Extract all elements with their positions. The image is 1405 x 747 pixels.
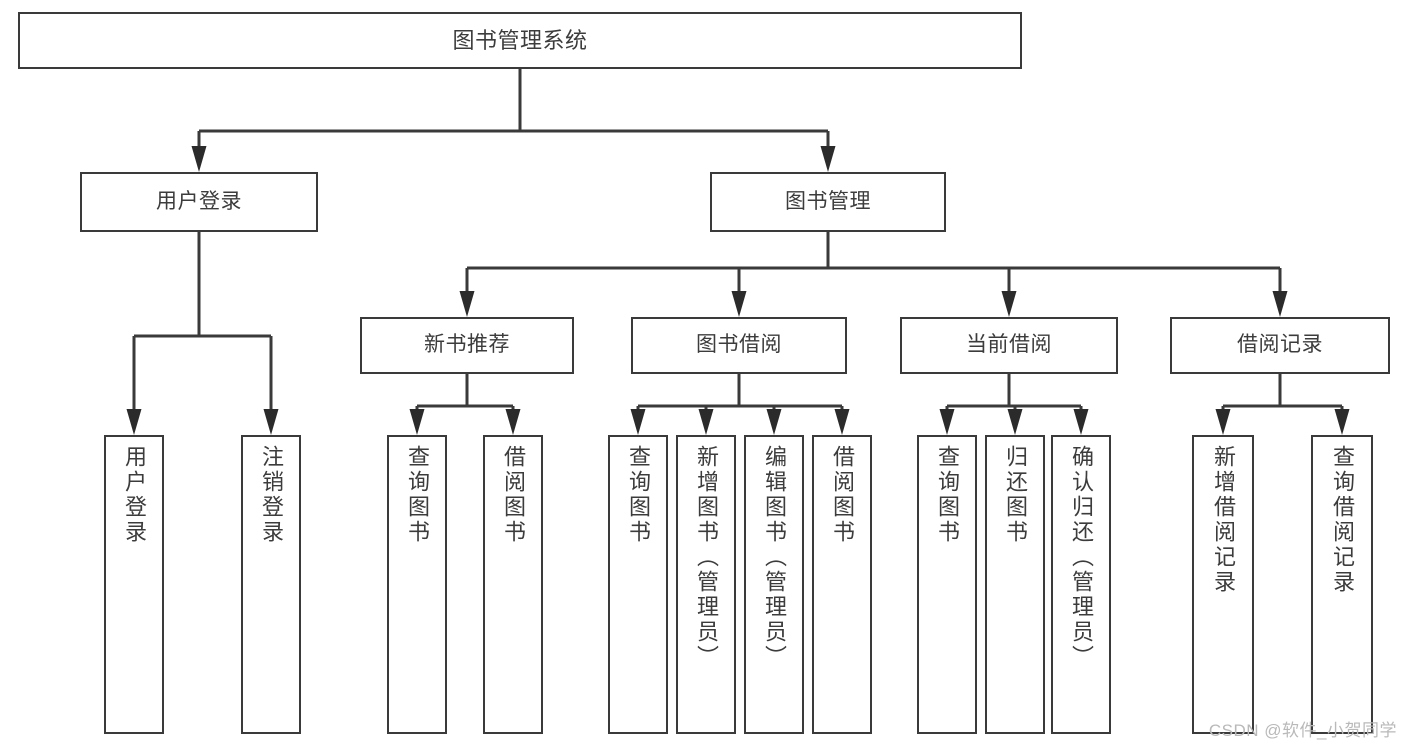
leaf-logout[interactable]: 注销登录 [241, 435, 301, 734]
watermark: CSDN @软件_小贺同学 [1208, 721, 1397, 740]
leaf-query-books-borrow[interactable]: 查询图书 [608, 435, 668, 734]
node-label: 借阅图书 [501, 445, 526, 545]
node-label: 用户登录 [156, 189, 242, 213]
node-label: 图书管理 [785, 189, 871, 213]
node-label: 图书借阅 [696, 333, 782, 357]
leaf-query-books-recommend[interactable]: 查询图书 [387, 435, 447, 734]
node-label: 新书推荐 [424, 333, 510, 357]
node-label: 用户登录 [122, 445, 147, 545]
leaf-query-borrow-record[interactable]: 查询借阅记录 [1311, 435, 1373, 734]
node-current-borrow[interactable]: 当前借阅 [900, 317, 1118, 374]
leaf-return-book[interactable]: 归还图书 [985, 435, 1045, 734]
node-book-borrow[interactable]: 图书借阅 [631, 317, 847, 374]
leaf-borrow-books-recommend[interactable]: 借阅图书 [483, 435, 543, 734]
leaf-query-books-current[interactable]: 查询图书 [917, 435, 977, 734]
node-label: 当前借阅 [966, 333, 1052, 357]
node-label: 借阅图书 [830, 445, 855, 545]
node-root[interactable]: 图书管理系统 [18, 12, 1022, 69]
leaf-confirm-return-admin[interactable]: 确认归还（管理员） [1051, 435, 1111, 734]
leaf-add-borrow-record[interactable]: 新增借阅记录 [1192, 435, 1254, 734]
node-label: 查询图书 [935, 445, 960, 545]
node-book-management[interactable]: 图书管理 [710, 172, 946, 232]
node-label: 借阅记录 [1237, 333, 1323, 357]
node-borrow-records[interactable]: 借阅记录 [1170, 317, 1390, 374]
node-label: 新增借阅记录 [1211, 445, 1236, 595]
node-label: 查询借阅记录 [1330, 445, 1355, 595]
node-label: 归还图书 [1003, 445, 1028, 545]
node-label: 图书管理系统 [452, 27, 588, 53]
leaf-borrow-book[interactable]: 借阅图书 [812, 435, 872, 734]
node-label: 编辑图书（管理员） [762, 445, 787, 670]
node-new-book-recommend[interactable]: 新书推荐 [360, 317, 574, 374]
leaf-edit-book-admin[interactable]: 编辑图书（管理员） [744, 435, 804, 734]
node-label: 注销登录 [259, 445, 284, 545]
node-label: 确认归还（管理员） [1069, 445, 1094, 670]
leaf-user-login[interactable]: 用户登录 [104, 435, 164, 734]
node-label: 新增图书（管理员） [694, 445, 719, 670]
node-label: 查询图书 [405, 445, 430, 545]
leaf-add-book-admin[interactable]: 新增图书（管理员） [676, 435, 736, 734]
node-user-login[interactable]: 用户登录 [80, 172, 318, 232]
node-label: 查询图书 [626, 445, 651, 545]
